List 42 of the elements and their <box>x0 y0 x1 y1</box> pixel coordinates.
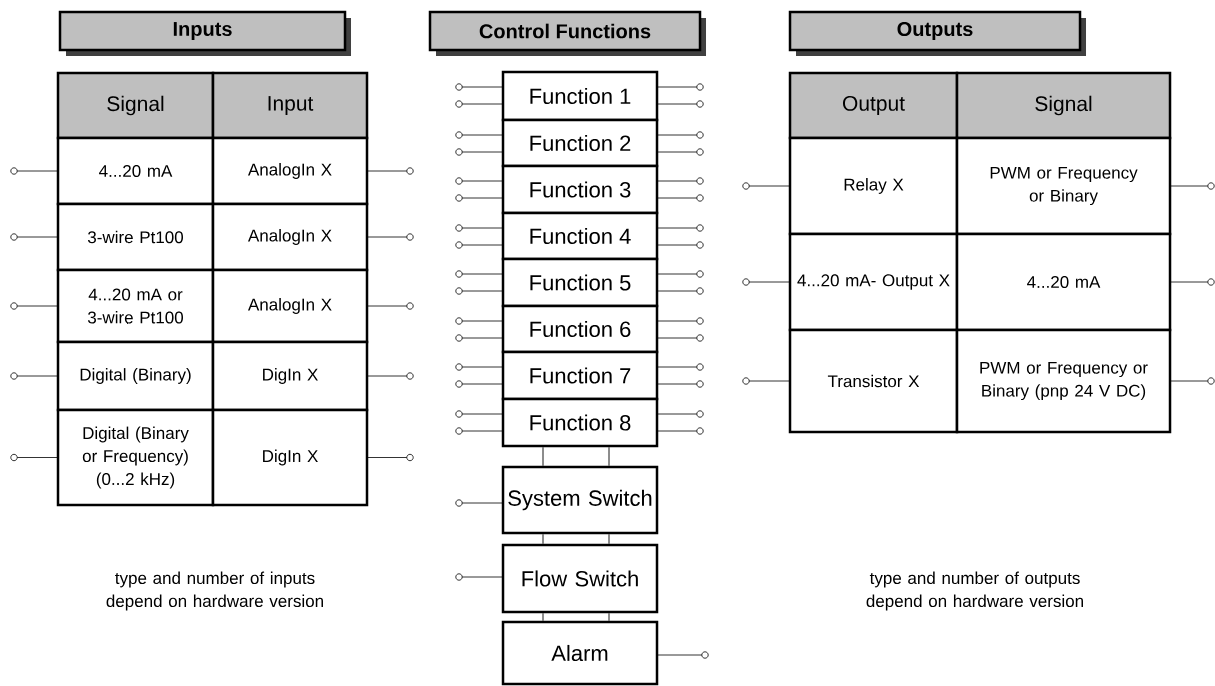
table-cell: DigIn X <box>211 340 369 412</box>
connector-line <box>608 612 610 622</box>
function-box: Function 6 <box>501 304 659 354</box>
table-cell: PWM or Frequency or Binary <box>955 136 1172 236</box>
table-cell: 4...20 mA <box>955 232 1172 332</box>
function-box: Function 5 <box>501 257 659 308</box>
table-cell: 3-wire Pt100 <box>56 202 215 272</box>
table-cell: AnalogIn X <box>211 202 369 272</box>
table-header-cell: Signal <box>56 71 215 140</box>
table-cell: Transistor X <box>788 328 959 434</box>
table-cell: 4...20 mA or 3-wire Pt100 <box>56 268 215 344</box>
table-cell: DigIn X <box>211 408 369 507</box>
heading-box: Control Functions <box>428 10 706 56</box>
table-header-cell: Input <box>211 71 369 140</box>
connector-line <box>542 612 544 622</box>
function-box: Function 4 <box>501 211 659 261</box>
function-box: Alarm <box>501 620 659 686</box>
function-box: Function 2 <box>501 118 659 168</box>
function-box: System Switch <box>501 465 659 535</box>
note-text: type and number of outputs depend on hardware version <box>866 571 1083 611</box>
heading-box: Outputs <box>788 10 1086 56</box>
connector-line <box>542 446 544 467</box>
function-box: Function 8 <box>501 397 659 448</box>
table-cell: AnalogIn X <box>211 136 369 206</box>
table-header-cell: Signal <box>955 71 1172 140</box>
connector-line <box>608 446 610 467</box>
function-box: Function 7 <box>501 350 659 401</box>
heading-box: Inputs <box>58 10 351 56</box>
table-cell: 4...20 mA- Output X <box>788 232 959 332</box>
table-cell: AnalogIn X <box>211 268 369 344</box>
note-text: type and number of inputs depend on hardware version <box>106 571 323 611</box>
function-box: Function 1 <box>501 70 659 122</box>
table-header-cell: Output <box>788 71 959 140</box>
table-cell: Digital (Binary or Frequency) (0...2 kHz) <box>56 408 215 507</box>
function-box: Flow Switch <box>501 543 659 614</box>
function-box: Function 3 <box>501 164 659 215</box>
table-cell: PWM or Frequency or Binary (pnp 24 V DC) <box>955 328 1172 434</box>
connector-line <box>608 533 610 545</box>
connector-line <box>542 533 544 545</box>
table-cell: Relay X <box>788 136 959 236</box>
table-cell: Digital (Binary) <box>56 340 215 412</box>
table-cell: 4...20 mA <box>56 136 215 206</box>
